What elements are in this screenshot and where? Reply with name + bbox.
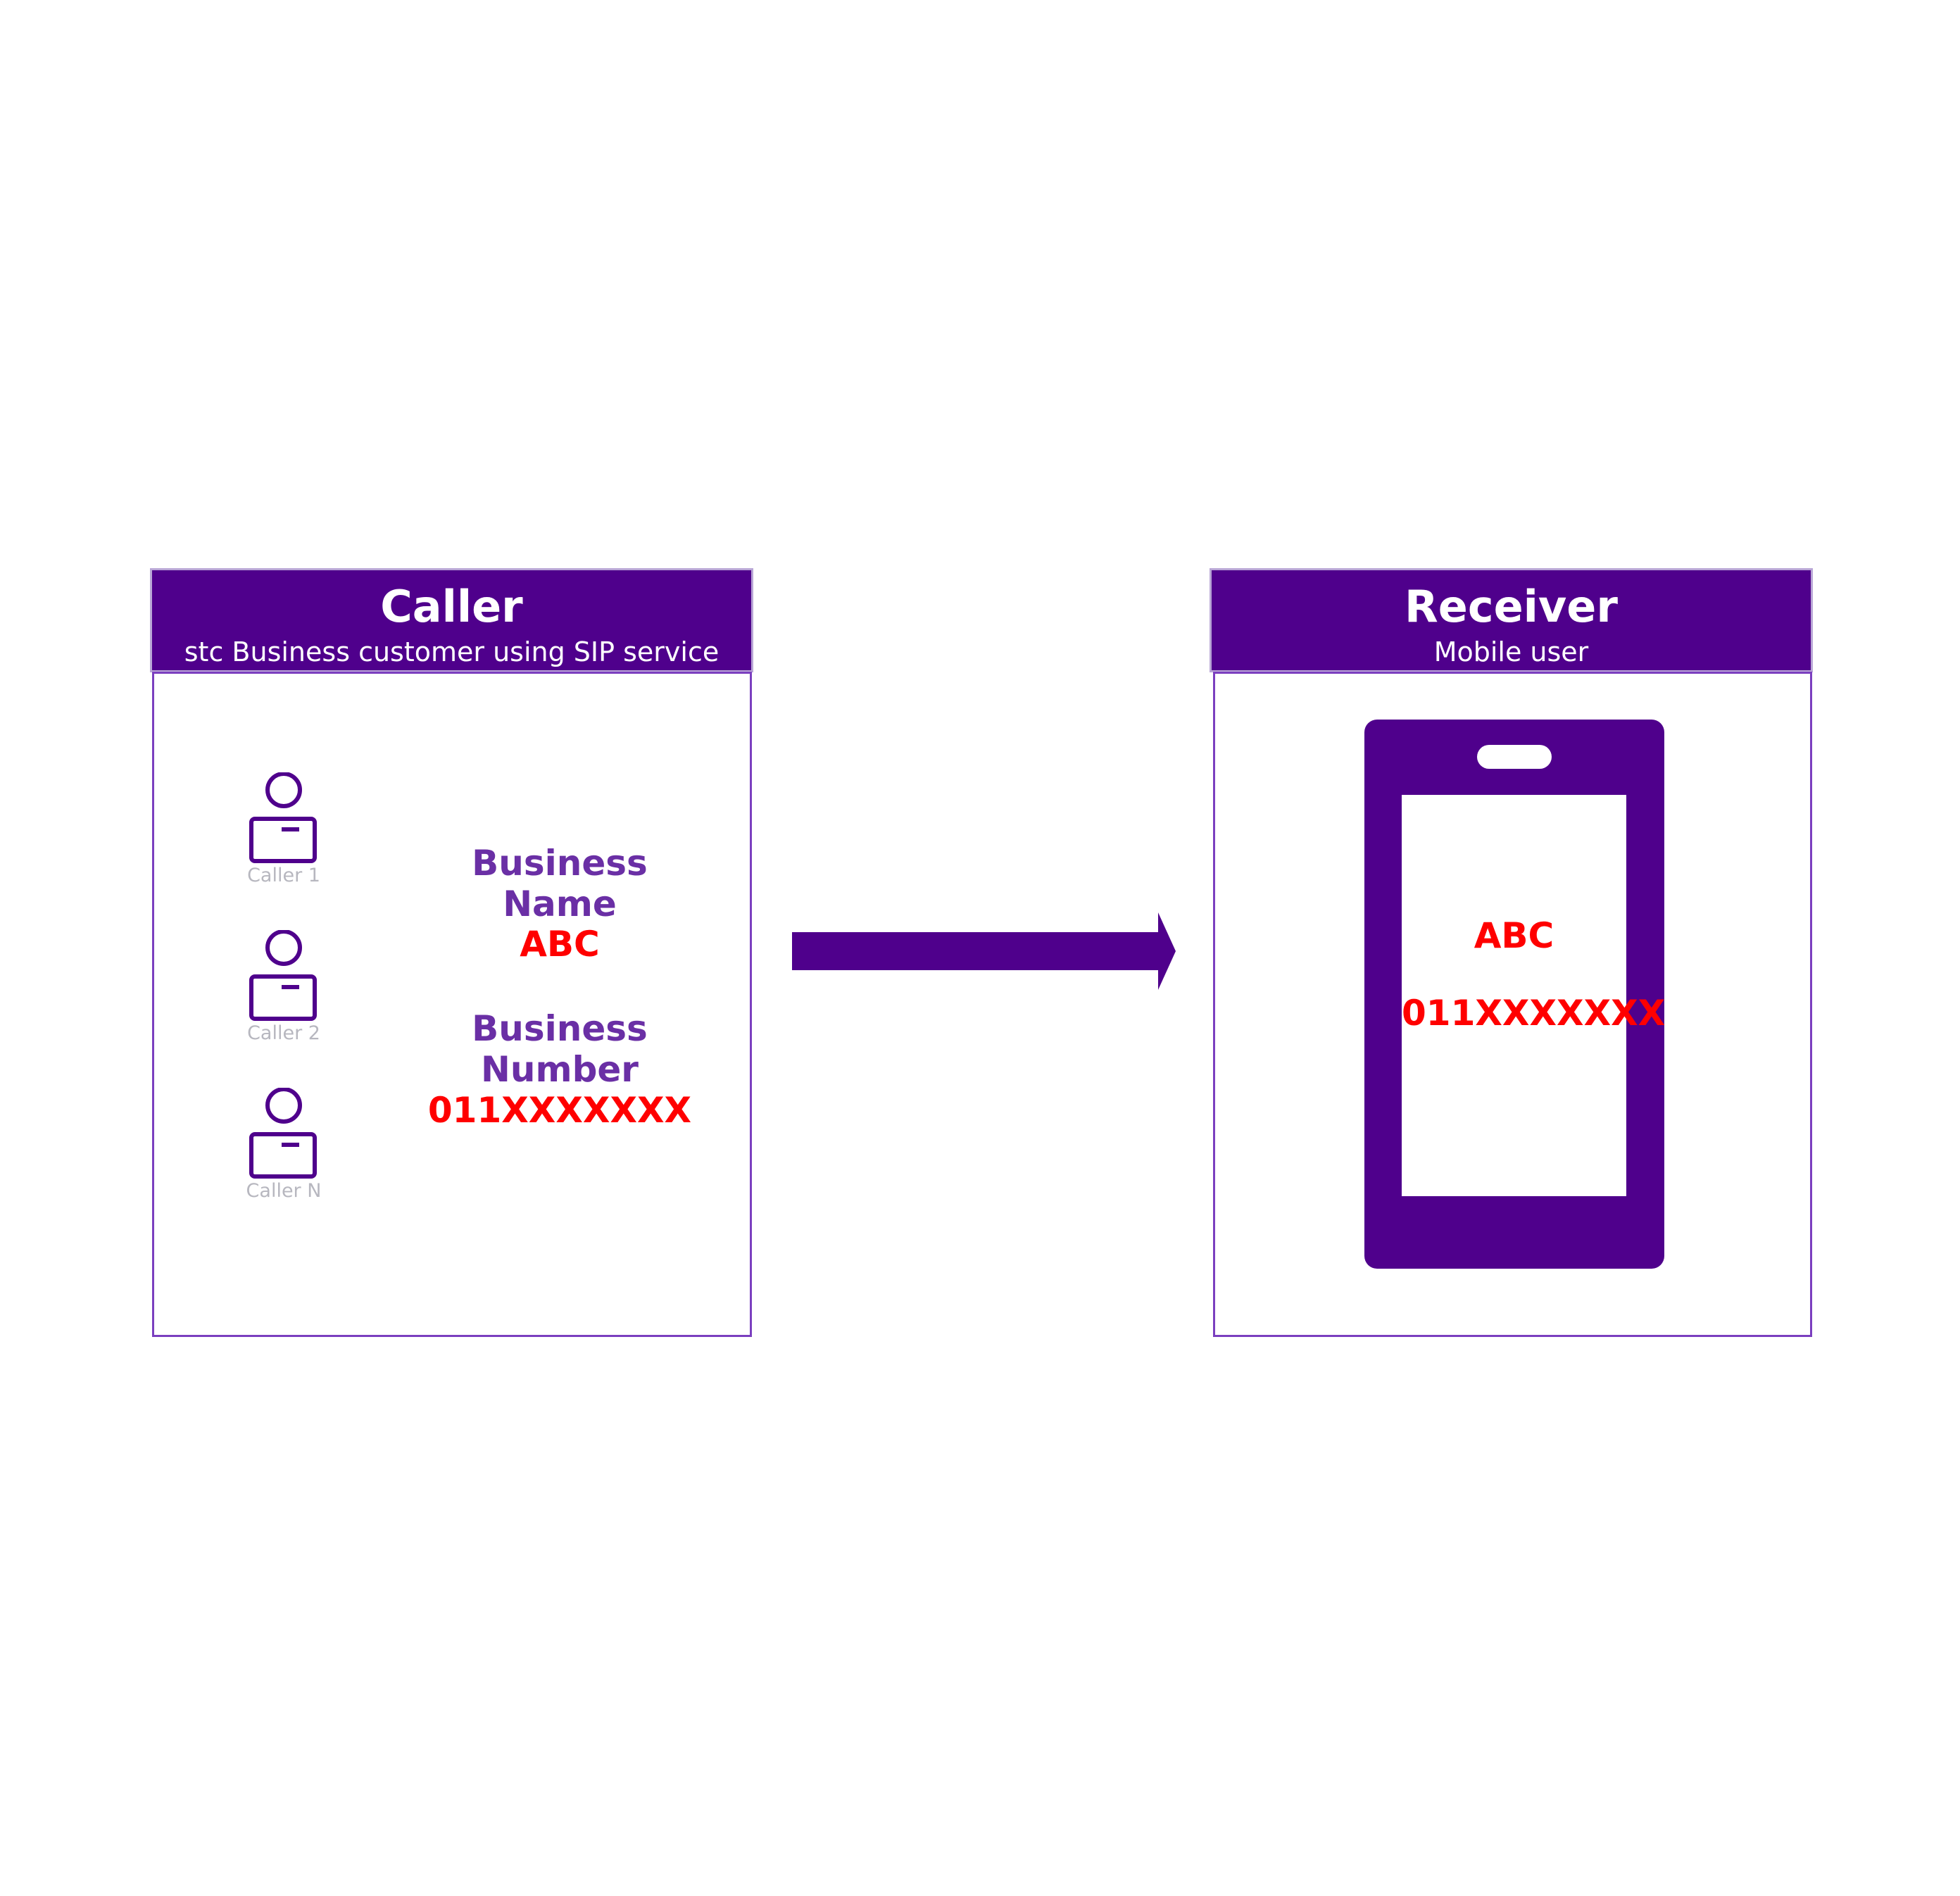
user-icon — [249, 772, 317, 863]
receiver-panel: Receiver Mobile user ABC 011XXXXXXX — [1210, 568, 1813, 1337]
business-number-value: 011XXXXXXX — [427, 1090, 692, 1131]
receiver-panel-title: Receiver — [1405, 581, 1618, 632]
caller-item-n: Caller N — [213, 1087, 354, 1202]
caller-panel-body: Caller 1 Caller 2 Caller N Business Name… — [152, 672, 752, 1337]
caller-label: Caller 1 — [247, 865, 320, 886]
caller-item-2: Caller 2 — [213, 929, 354, 1044]
phone-screen: ABC 011XXXXXXX — [1402, 795, 1666, 1196]
right-arrow-icon — [792, 912, 1176, 990]
screen-caller-number: 011XXXXXXX — [1402, 993, 1666, 1034]
receiver-panel-header: Receiver Mobile user — [1210, 568, 1813, 672]
caller-panel-header: Caller stc Business customer using SIP s… — [150, 568, 753, 672]
business-name-label-line2: Name — [503, 884, 617, 924]
business-number-label-line2: Number — [481, 1049, 639, 1090]
caller-panel: Caller stc Business customer using SIP s… — [150, 568, 753, 1337]
business-name-label-line1: Business — [472, 843, 648, 884]
business-number-label-line1: Business — [472, 1008, 648, 1049]
phone-speaker — [1477, 745, 1552, 769]
receiver-panel-subtitle: Mobile user — [1433, 636, 1589, 667]
caller-label: Caller N — [246, 1180, 322, 1202]
user-icon — [249, 1087, 317, 1179]
user-icon — [249, 929, 317, 1021]
receiver-panel-body: ABC 011XXXXXXX — [1213, 672, 1812, 1337]
caller-panel-subtitle: stc Business customer using SIP service — [184, 636, 720, 667]
business-name-value: ABC — [520, 924, 600, 965]
caller-panel-title: Caller — [380, 581, 523, 632]
screen-caller-name: ABC — [1474, 915, 1554, 956]
caller-label: Caller 2 — [247, 1022, 320, 1044]
mobile-phone-icon: ABC 011XXXXXXX — [1364, 720, 1666, 1269]
caller-item-1: Caller 1 — [213, 772, 354, 886]
